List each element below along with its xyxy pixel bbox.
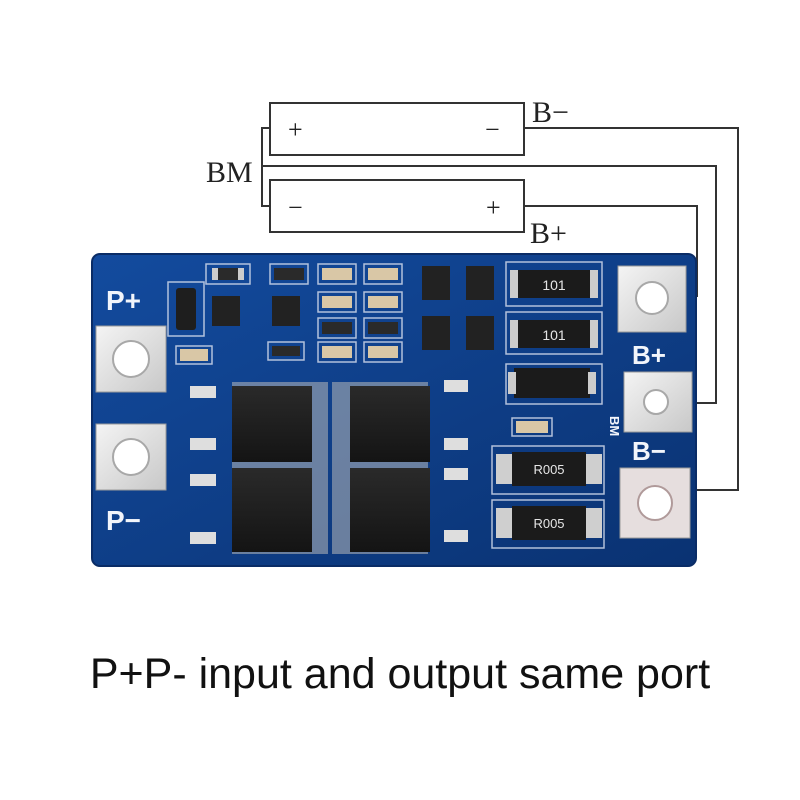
b-plus-wire-label: B+ bbox=[530, 217, 567, 250]
wiring-diagram: + − − + BM B− B+ bbox=[206, 96, 739, 491]
resistor-101-b: 101 bbox=[510, 320, 598, 348]
p-plus-pad bbox=[95, 325, 167, 393]
bm-label: BM bbox=[607, 416, 622, 436]
small-ics bbox=[212, 266, 494, 350]
bm-wire bbox=[262, 165, 717, 404]
shunt-resistor-a: R005 bbox=[496, 452, 602, 486]
resistor-code-2: 101 bbox=[542, 327, 566, 343]
cell-2-left-terminal: − bbox=[288, 193, 303, 222]
b-minus-pad bbox=[619, 467, 691, 539]
tantalum-capacitor bbox=[176, 288, 196, 330]
mosfets bbox=[190, 380, 468, 554]
b-plus-label: B+ bbox=[632, 340, 666, 370]
b-plus-pad bbox=[617, 265, 687, 333]
b-minus-wire-label: B− bbox=[532, 96, 569, 129]
shunt-resistor-b: R005 bbox=[496, 506, 602, 540]
pcb-board: 101 101 R005 R005 bbox=[91, 253, 697, 567]
cell-2-right-terminal: + bbox=[486, 193, 501, 222]
resistor-101-a: 101 bbox=[510, 270, 598, 298]
cell-1-right-terminal: − bbox=[485, 115, 500, 144]
b-minus-wire bbox=[524, 127, 739, 491]
bm-pad bbox=[623, 371, 693, 433]
p-plus-label: P+ bbox=[106, 285, 141, 316]
bm-wire-label: BM bbox=[206, 156, 253, 189]
battery-cell-1: + − bbox=[269, 102, 525, 156]
p-minus-pad bbox=[95, 423, 167, 491]
resistor-code-4: R005 bbox=[533, 516, 564, 531]
caption: P+P- input and output same port bbox=[89, 650, 711, 698]
smd-passives bbox=[176, 268, 548, 433]
cell-1-left-terminal: + bbox=[288, 115, 303, 144]
b-minus-label: B− bbox=[632, 436, 666, 466]
diode bbox=[514, 368, 590, 398]
resistor-code-1: 101 bbox=[542, 277, 566, 293]
battery-cell-2: − + bbox=[269, 179, 525, 233]
p-minus-label: P− bbox=[106, 505, 141, 536]
silkscreen-outlines bbox=[167, 261, 605, 549]
resistor-code-3: R005 bbox=[533, 462, 564, 477]
